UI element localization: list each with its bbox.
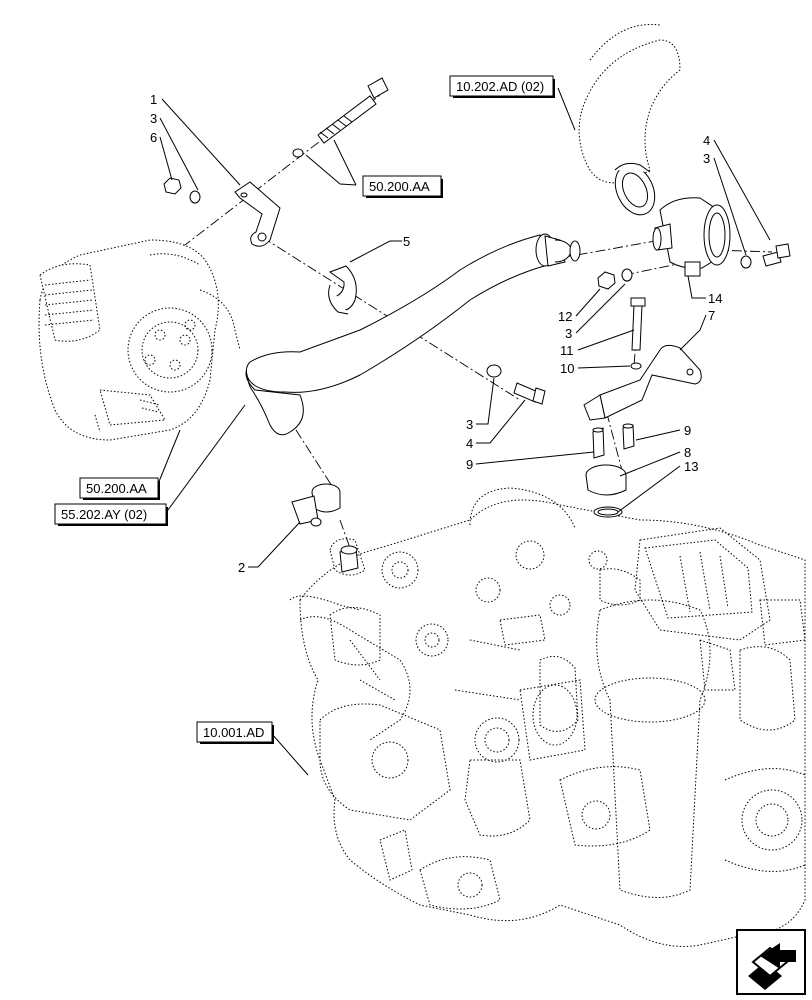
callout-10: 10 xyxy=(560,361,574,376)
ref-label: 50.200.AA xyxy=(86,481,147,496)
callout-4: 4 xyxy=(466,436,473,451)
callout-2: 2 xyxy=(238,560,245,575)
callout-5: 5 xyxy=(403,234,410,249)
ref-label: 10.202.AD (02) xyxy=(456,79,544,94)
callout-1: 1 xyxy=(150,92,157,107)
callout-7: 7 xyxy=(708,308,715,323)
ref-label: 10.001.AD xyxy=(203,725,264,740)
main-hose xyxy=(245,233,581,436)
assembly-axes xyxy=(167,91,773,549)
callout-12: 12 xyxy=(558,309,572,324)
compressor-ghost xyxy=(38,239,241,441)
reference-boxes: 10.202.AD (02) 50.200.AA 50.200.AA 55.20… xyxy=(54,75,555,744)
callout-6: 6 xyxy=(150,130,157,145)
callout-3: 3 xyxy=(565,326,572,341)
engine-ghost xyxy=(289,487,806,947)
upper-hose-ghost xyxy=(578,23,681,216)
callout-3: 3 xyxy=(703,151,710,166)
callout-3: 3 xyxy=(150,111,157,126)
ref-box-10-202-ad-02[interactable]: 10.202.AD (02) xyxy=(449,75,555,98)
ref-box-50-200-aa-left[interactable]: 50.200.AA xyxy=(79,477,160,500)
callout-numbers: 1 3 6 5 4 3 12 3 14 7 11 10 3 4 9 9 8 13… xyxy=(150,92,722,575)
leader-lines xyxy=(157,87,771,776)
callout-14: 14 xyxy=(708,291,722,306)
hardware xyxy=(163,77,791,573)
callout-13: 13 xyxy=(684,459,698,474)
ref-box-10-001-ad[interactable]: 10.001.AD xyxy=(196,721,274,744)
bracket-1 xyxy=(234,181,281,247)
callout-4: 4 xyxy=(703,133,710,148)
tee-fitting xyxy=(652,197,731,277)
callout-3: 3 xyxy=(466,417,473,432)
ref-box-55-202-ay-02[interactable]: 55.202.AY (02) xyxy=(54,503,168,526)
ref-label: 50.200.AA xyxy=(369,179,430,194)
callout-9: 9 xyxy=(466,457,473,472)
callout-9: 9 xyxy=(684,423,691,438)
callout-11: 11 xyxy=(560,343,574,358)
callout-8: 8 xyxy=(684,445,691,460)
ref-label: 55.202.AY (02) xyxy=(61,507,147,522)
next-page-arrow-icon[interactable] xyxy=(736,929,806,995)
ref-box-50-200-aa-top[interactable]: 50.200.AA xyxy=(362,175,443,198)
